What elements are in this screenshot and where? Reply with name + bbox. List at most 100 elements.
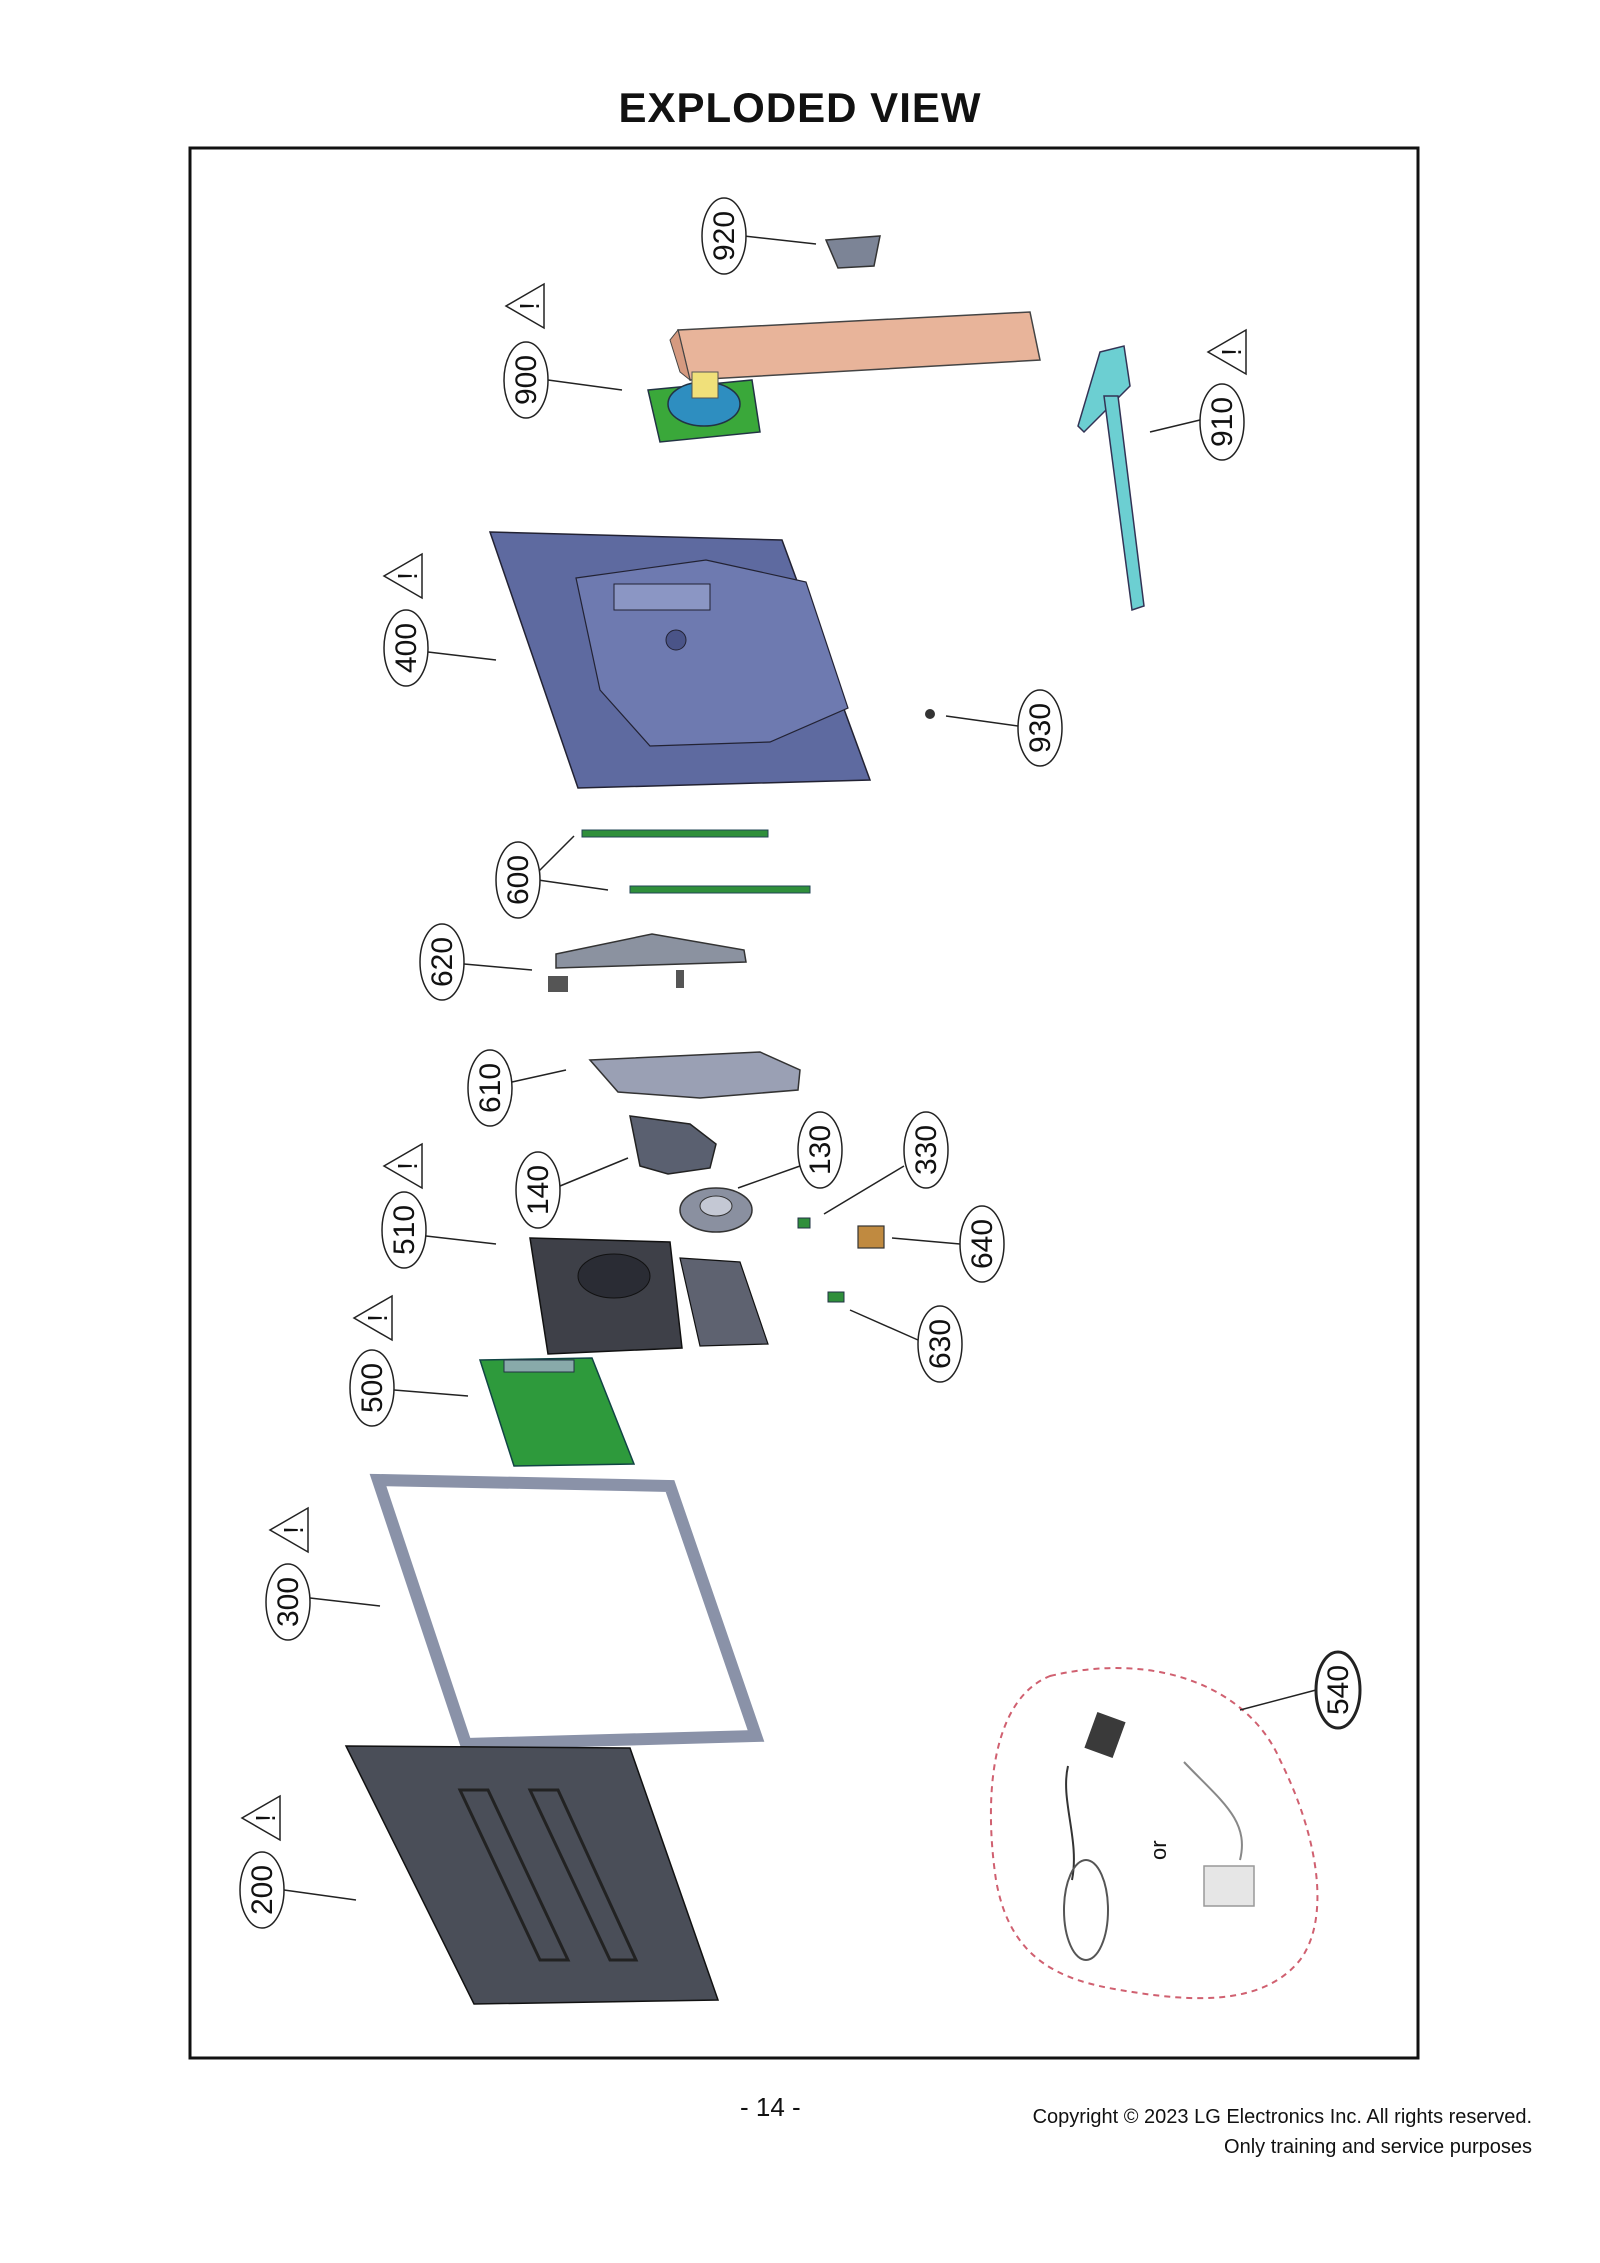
- warning-icon: [240, 1794, 281, 1842]
- copyright: Copyright © 2023 LG Electronics Inc. All…: [1033, 2102, 1532, 2162]
- part-510-shield: [529, 1237, 769, 1355]
- part-610-cover: [588, 1051, 801, 1099]
- callout-oval: [265, 1563, 311, 1641]
- part-number-label: 510: [388, 1205, 421, 1255]
- leader-line: [425, 1235, 497, 1245]
- callout-600: 600: [495, 835, 609, 919]
- part-number-label: 920: [708, 211, 741, 261]
- callout-oval: [349, 1349, 395, 1427]
- leader-line: [283, 1889, 357, 1901]
- callout-540: 540: [1239, 1650, 1362, 1730]
- warning-icon: [268, 1506, 309, 1554]
- part-640-connector: [857, 1225, 885, 1249]
- part-330-board: [797, 1217, 811, 1229]
- callout-oval: [1017, 689, 1063, 767]
- leader-line: [537, 879, 609, 891]
- callout-oval: [239, 1851, 285, 1929]
- callout-630: 630: [849, 1305, 963, 1383]
- leader-line: [1149, 419, 1201, 433]
- callout-oval: [503, 341, 549, 419]
- warning-symbol: !: [392, 572, 423, 580]
- callout-oval: [383, 609, 429, 687]
- callout-oval: [797, 1111, 843, 1189]
- callout-oval: [917, 1305, 963, 1383]
- part-130-fan: [679, 1187, 753, 1233]
- callout-400: 400!: [382, 552, 497, 687]
- callout-oval: [701, 197, 747, 275]
- warning-symbol: !: [250, 1814, 281, 1822]
- part-500-main-board: [478, 1357, 636, 1467]
- part-number-label: 910: [1206, 397, 1239, 447]
- part-number-label: 930: [1024, 703, 1057, 753]
- part-number-label: 330: [910, 1125, 943, 1175]
- callout-640: 640: [891, 1205, 1005, 1283]
- callout-930: 930: [945, 689, 1063, 767]
- leader-line: [1239, 1689, 1317, 1711]
- callout-200: 200!: [239, 1794, 357, 1929]
- part-910-stand-base: [1077, 345, 1145, 611]
- leader-line: [537, 835, 575, 873]
- callout-920: 920: [701, 197, 817, 275]
- warning-symbol: !: [1216, 348, 1247, 356]
- warning-symbol: !: [514, 302, 545, 310]
- callout-610: 610: [467, 1049, 567, 1127]
- leader-line: [891, 1237, 961, 1245]
- part-200-back-panel: [344, 1745, 720, 2005]
- warning-icon: [382, 1142, 423, 1190]
- warning-symbol: !: [278, 1526, 309, 1534]
- part-140-speaker: [629, 1115, 717, 1175]
- part-number-label: 300: [272, 1577, 305, 1627]
- callout-910: 910!: [1149, 328, 1247, 461]
- leader-line: [743, 235, 817, 245]
- part-number-label: 500: [356, 1363, 389, 1413]
- warning-icon: [1206, 328, 1247, 376]
- part-number-label: 610: [474, 1063, 507, 1113]
- warning-icon: [382, 552, 423, 600]
- part-number-label: 900: [510, 355, 543, 405]
- leader-line: [393, 1389, 469, 1397]
- part-600-led-bars: [581, 829, 811, 894]
- leader-line: [823, 1165, 905, 1215]
- part-920-cover: [824, 235, 881, 269]
- part-number-label: 630: [924, 1319, 957, 1369]
- leader-line: [463, 963, 533, 971]
- callout-500: 500!: [349, 1294, 469, 1427]
- part-number-label: 140: [522, 1165, 555, 1215]
- callout-oval: [1314, 1650, 1362, 1730]
- leader-line: [511, 1069, 567, 1083]
- part-number-label: 540: [1322, 1665, 1355, 1715]
- page-number: - 14 -: [740, 2092, 801, 2122]
- copyright-line-1: Copyright © 2023 LG Electronics Inc. All…: [1032, 2106, 1532, 2128]
- callout-oval: [903, 1111, 949, 1189]
- warning-symbol: !: [392, 1162, 423, 1170]
- part-630-board: [827, 1291, 845, 1303]
- part-540-adapter-group: [989, 1667, 1319, 2000]
- callout-oval: [467, 1049, 513, 1127]
- part-400-back-cover: [488, 531, 935, 789]
- part-number-label: 130: [804, 1125, 837, 1175]
- adapter-or-text: or: [1146, 1840, 1171, 1860]
- callout-oval: [1199, 383, 1245, 461]
- callout-oval: [381, 1191, 427, 1269]
- part-number-label: 640: [966, 1219, 999, 1269]
- part-900-stand-hinge: [647, 311, 1041, 443]
- leader-line: [849, 1309, 919, 1341]
- callout-oval: [959, 1205, 1005, 1283]
- callout-130: 130: [737, 1111, 843, 1189]
- part-number-label: 200: [246, 1865, 279, 1915]
- page-title: EXPLODED VIEW: [618, 84, 982, 131]
- callout-oval: [495, 841, 541, 919]
- callout-900: 900!: [503, 282, 623, 419]
- warning-symbol: !: [362, 1314, 393, 1322]
- warning-icon: [504, 282, 545, 330]
- leader-line: [737, 1165, 801, 1189]
- leader-line: [427, 651, 497, 661]
- part-number-label: 600: [502, 855, 535, 905]
- copyright-line-2: Only training and service purposes: [1224, 2136, 1532, 2158]
- callout-620: 620: [419, 923, 533, 1001]
- part-number-label: 620: [426, 937, 459, 987]
- callout-140: 140: [515, 1151, 629, 1229]
- part-620-bracket: [548, 933, 747, 992]
- callout-510: 510!: [381, 1142, 497, 1269]
